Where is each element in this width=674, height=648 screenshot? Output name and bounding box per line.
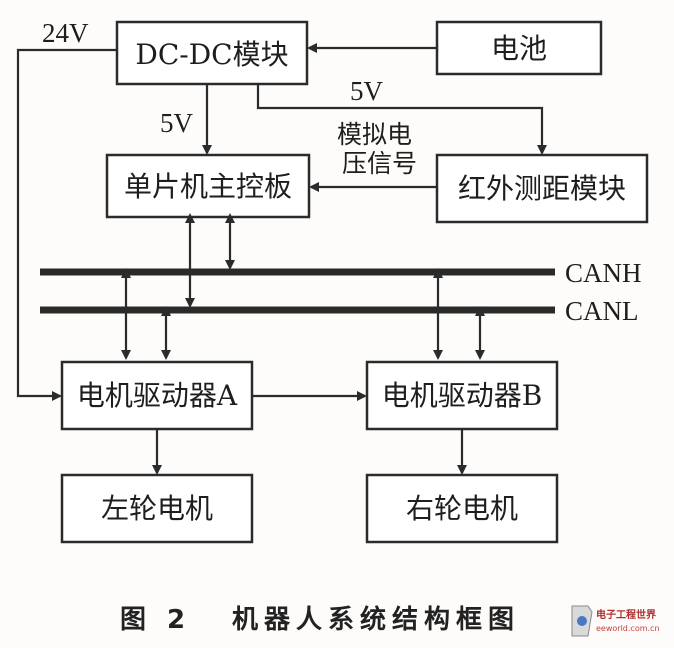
voltage-24v-label: 24V <box>42 18 89 48</box>
ir-ranging-label: 红外测距模块 <box>458 172 626 205</box>
motor-driver-a-block: 电机驱动器A <box>60 360 254 431</box>
right-motor-block: 右轮电机 <box>365 473 559 544</box>
canh-label: CANH <box>565 258 642 288</box>
motor-driver-a-label: 电机驱动器A <box>77 379 238 412</box>
left-motor-label: 左轮电机 <box>101 492 213 525</box>
analog-signal-label-line2: 压信号 <box>342 149 417 178</box>
canl-label: CANL <box>565 296 639 326</box>
mcu-board-label: 单片机主控板 <box>124 170 292 203</box>
voltage-5v-ir-label: 5V <box>350 76 384 106</box>
voltage-5v-mcu-label: 5V <box>160 108 194 138</box>
right-motor-label: 右轮电机 <box>406 492 518 525</box>
battery-label: 电池 <box>491 32 547 65</box>
dcdc-module-block: DC-DC模块 <box>115 20 309 86</box>
battery-block: 电池 <box>435 20 603 76</box>
figure-number: 图 2 <box>120 605 191 635</box>
power-5v-ir-wire <box>256 84 547 155</box>
power-24v-wire <box>16 48 117 401</box>
dcdc-module-label: DC-DC模块 <box>135 38 288 71</box>
figure-title: 机器人系统结构框图 <box>232 604 520 635</box>
logo-site-text: eeworld.com.cn <box>596 624 660 633</box>
logo-dot-icon <box>577 616 587 626</box>
eeworld-logo: 电子工程世界 eeworld.com.cn <box>571 605 660 637</box>
ir-ranging-block: 红外测距模块 <box>435 153 649 224</box>
motor-driver-b-label: 电机驱动器B <box>382 379 543 412</box>
analog-signal-label-line1: 模拟电 <box>337 120 412 149</box>
mcu-board-block: 单片机主控板 <box>105 153 311 219</box>
logo-brand-text: 电子工程世界 <box>596 608 656 621</box>
motor-driver-b-block: 电机驱动器B <box>365 360 559 431</box>
left-motor-block: 左轮电机 <box>60 473 254 544</box>
